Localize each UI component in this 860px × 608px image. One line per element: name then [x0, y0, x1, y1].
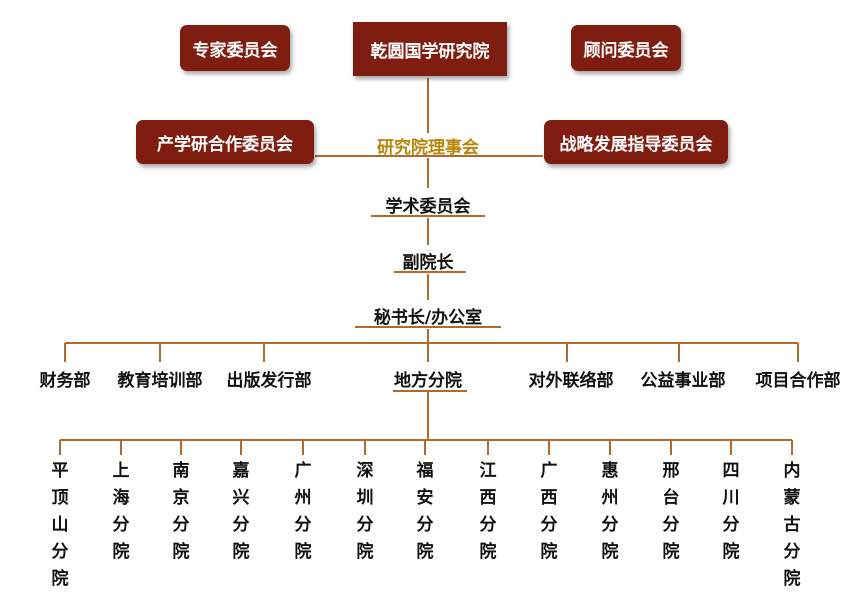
industry-committee-box: 产学研合作委员会: [136, 120, 314, 164]
council-label: 研究院理事会: [377, 138, 479, 158]
dept-project-cooperation: 项目合作部: [755, 371, 841, 391]
branch-12: 四川分院: [722, 461, 740, 562]
expert-committee-box: 专家委员会: [180, 25, 290, 71]
academic-committee-label: 学术委员会: [385, 197, 471, 217]
dept-external-liaison: 对外联络部: [528, 371, 614, 391]
strategy-committee-box: 战略发展指导委员会: [544, 120, 728, 164]
branch-4: 嘉兴分院: [232, 461, 250, 562]
branch-7: 福安分院: [416, 461, 434, 562]
expert-committee-label: 专家委员会: [192, 40, 278, 61]
branch-6: 深圳分院: [356, 461, 374, 562]
industry-committee-label: 产学研合作委员会: [157, 134, 293, 155]
branch-5: 广州分院: [294, 461, 312, 562]
dept-education-training: 教育培训部: [117, 371, 203, 391]
institute-label: 乾圆国学研究院: [370, 41, 490, 62]
dept-publishing: 出版发行部: [226, 371, 312, 391]
branch-10: 惠州分院: [601, 461, 619, 562]
branch-9: 广西分院: [540, 461, 558, 562]
branch-2: 上海分院: [112, 461, 130, 562]
institute-box: 乾圆国学研究院: [353, 22, 507, 76]
secretary-office-label: 秘书长/办公室: [373, 308, 483, 328]
vice-president-label: 副院长: [402, 253, 454, 273]
strategy-committee-label: 战略发展指导委员会: [559, 134, 713, 155]
branch-3: 南京分院: [172, 461, 190, 562]
branch-13: 内蒙古分院: [783, 461, 801, 589]
advisor-committee-label: 顾问委员会: [583, 40, 669, 61]
dept-public-welfare: 公益事业部: [640, 371, 726, 391]
branch-1: 平顶山分院: [51, 461, 69, 589]
advisor-committee-box: 顾问委员会: [571, 25, 681, 71]
branch-8: 江西分院: [479, 461, 497, 562]
dept-finance: 财务部: [39, 371, 91, 391]
dept-local-branches: 地方分院: [394, 371, 462, 391]
branch-11: 邢台分院: [662, 461, 680, 562]
